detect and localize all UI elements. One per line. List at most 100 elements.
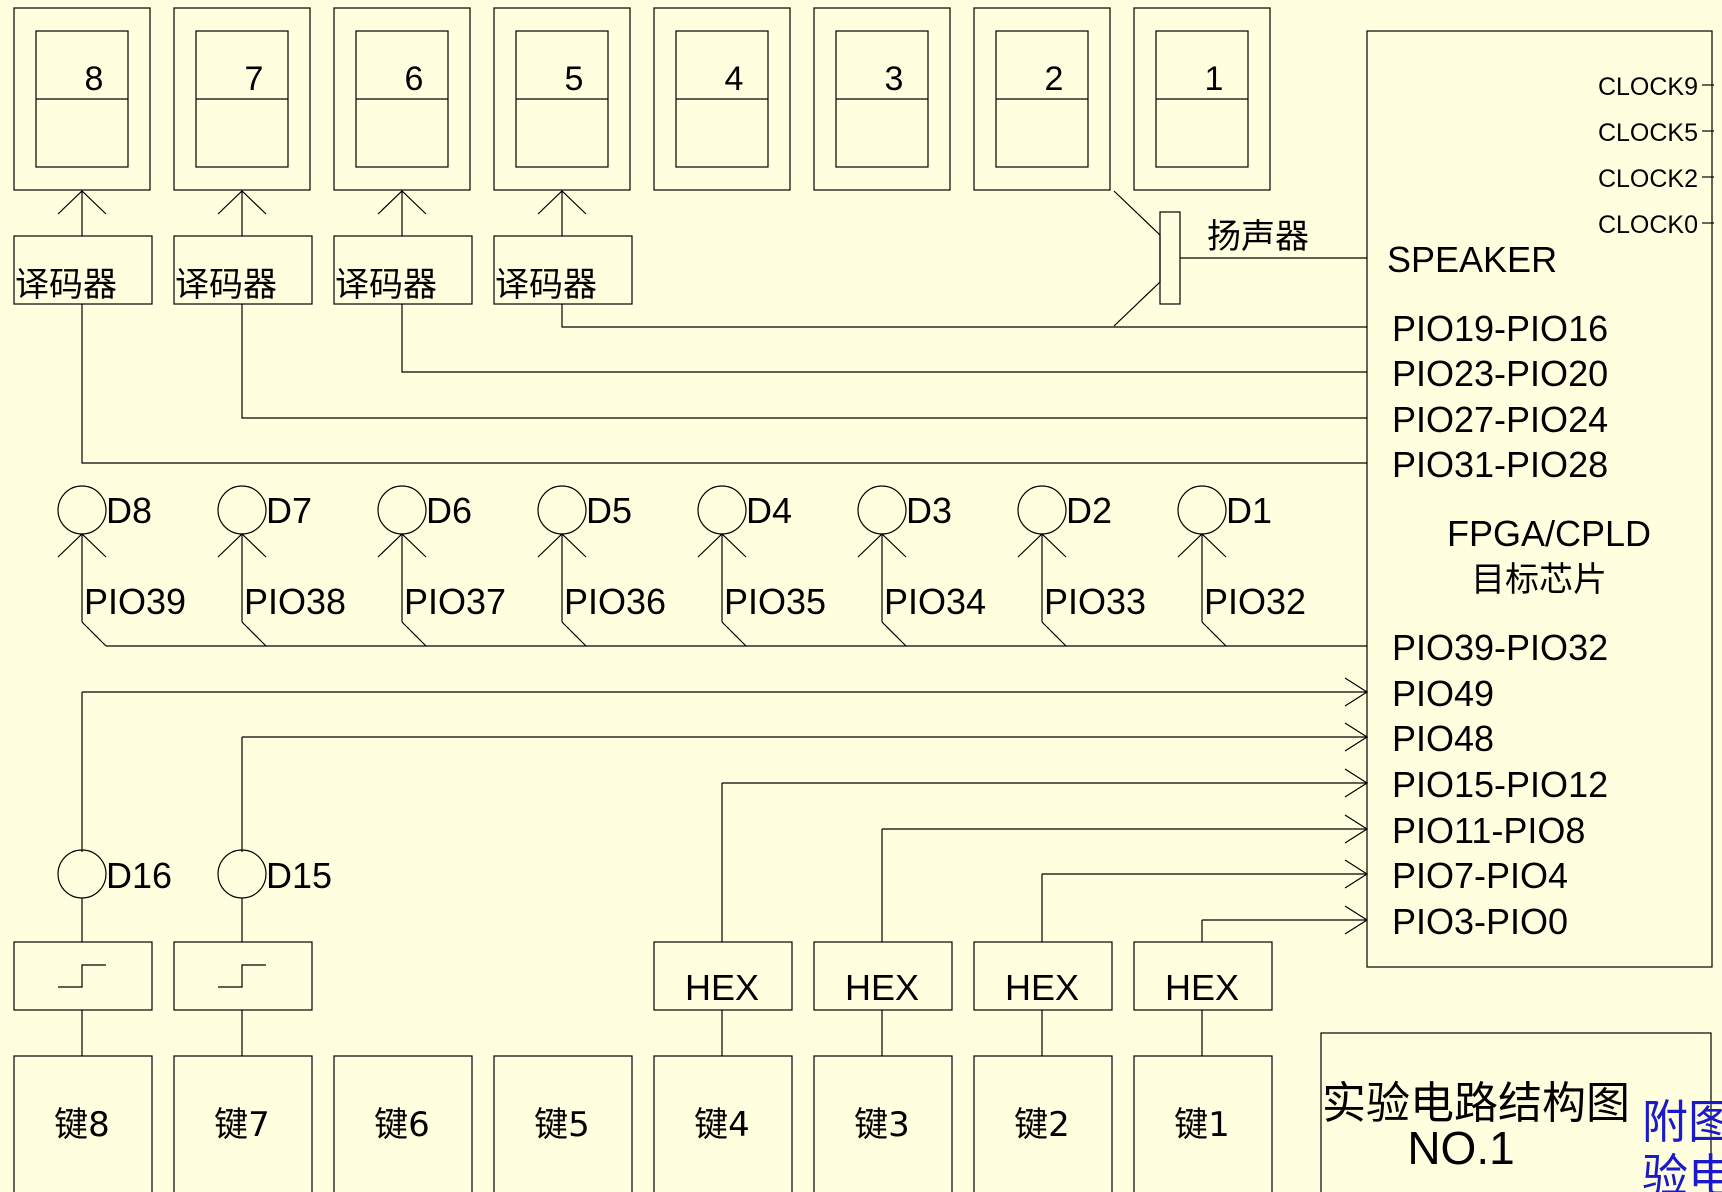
key-label: 键4 <box>694 1105 750 1145</box>
display-pin-label: PIO23-PIO20 <box>1392 353 1608 394</box>
title-box <box>1320 1032 1712 1192</box>
display-8 <box>13 7 151 191</box>
led-D4 <box>697 485 747 535</box>
hex-label: HEX <box>1165 967 1239 1008</box>
display-number: 8 <box>85 60 104 98</box>
bend <box>721 621 747 647</box>
led-D3 <box>857 485 907 535</box>
led-D8 <box>57 485 107 535</box>
key-label: 键3 <box>854 1105 910 1145</box>
bus-wire <box>241 304 1367 419</box>
display-6 <box>333 7 471 191</box>
arrow-head <box>57 190 107 215</box>
input-pin-label: PIO3-PIO0 <box>1392 901 1568 942</box>
arrow-head <box>697 533 747 558</box>
led-label: D16 <box>106 855 172 896</box>
arrow-head <box>377 533 427 558</box>
decoder-label: 译码器 <box>335 265 437 305</box>
led-D15 <box>217 849 267 899</box>
input-arrow <box>1344 722 1369 752</box>
decoder <box>13 235 153 305</box>
clock-pin-label: CLOCK2 <box>1598 165 1698 193</box>
input-pin-label: PIO49 <box>1392 673 1494 714</box>
chip-subtitle: 目标芯片 <box>1471 560 1607 600</box>
arrow-head <box>857 533 907 558</box>
caption-line-1: 附图 <box>1642 1095 1722 1149</box>
key-8 <box>13 1055 153 1192</box>
hex-encoder <box>813 941 953 1011</box>
led-pin-label: PIO32 <box>1204 581 1306 622</box>
led-D6 <box>377 485 427 535</box>
title-box-title: 实验电路结构图 <box>1322 1078 1630 1129</box>
led-label: D2 <box>1066 490 1112 531</box>
bend <box>1201 621 1227 647</box>
bend <box>81 621 107 647</box>
speaker-label: 扬声器 <box>1207 217 1309 257</box>
input-pin-label: PIO7-PIO4 <box>1392 855 1568 896</box>
display-pin-label: PIO27-PIO24 <box>1392 399 1608 440</box>
hex-encoder <box>973 941 1113 1011</box>
led-label: D1 <box>1226 490 1272 531</box>
bend <box>881 621 907 647</box>
arrow-head <box>377 190 427 215</box>
display-1 <box>1133 7 1271 191</box>
hex-label: HEX <box>1005 967 1079 1008</box>
led-pin-label: PIO38 <box>244 581 346 622</box>
debounce-box <box>13 941 153 1011</box>
arrow-head <box>537 190 587 215</box>
key-6 <box>333 1055 473 1192</box>
key-label: 键1 <box>1174 1105 1230 1145</box>
speaker-cone <box>1113 190 1161 327</box>
display-number: 3 <box>885 60 904 98</box>
led-pin-label: PIO34 <box>884 581 986 622</box>
hex-label: HEX <box>845 967 919 1008</box>
key-4 <box>653 1055 793 1192</box>
input-arrow <box>1344 905 1369 935</box>
input-pin-label: PIO11-PIO8 <box>1392 810 1585 851</box>
debounce-box <box>173 941 313 1011</box>
led-D16 <box>57 849 107 899</box>
key-label: 键2 <box>1014 1105 1070 1145</box>
led-label: D6 <box>426 490 472 531</box>
display-number: 2 <box>1045 60 1064 98</box>
display-number: 5 <box>565 60 584 98</box>
input-pin-label: PIO48 <box>1392 718 1494 759</box>
bus-wire <box>401 304 1367 373</box>
chip-name: FPGA/CPLD <box>1447 513 1651 554</box>
led-D7 <box>217 485 267 535</box>
key-label: 键7 <box>214 1105 270 1145</box>
arrow-head <box>217 533 267 558</box>
arrow-head <box>537 533 587 558</box>
step-symbol <box>218 964 266 988</box>
hex-encoder <box>1133 941 1273 1011</box>
clock-pin-label: CLOCK9 <box>1598 73 1698 101</box>
arrow-head <box>217 190 267 215</box>
speaker-pin-label: SPEAKER <box>1387 239 1557 280</box>
key-label: 键6 <box>374 1105 430 1145</box>
led-pin-label: PIO33 <box>1044 581 1146 622</box>
hex-encoder <box>653 941 793 1011</box>
decoder <box>333 235 473 305</box>
hex-label: HEX <box>685 967 759 1008</box>
caption-line-2: 验电 <box>1642 1149 1722 1192</box>
led-label: D3 <box>906 490 952 531</box>
led-label: D4 <box>746 490 792 531</box>
led-pin-label: PIO37 <box>404 581 506 622</box>
key-3 <box>813 1055 953 1192</box>
input-arrow <box>1344 859 1369 889</box>
arrow-head <box>1017 533 1067 558</box>
title-box-number: NO.1 <box>1407 1122 1514 1174</box>
display-5 <box>493 7 631 191</box>
led-D5 <box>537 485 587 535</box>
key-label: 键5 <box>534 1105 590 1145</box>
display-pin-label: PIO19-PIO16 <box>1392 308 1608 349</box>
led-D1 <box>1177 485 1227 535</box>
step-symbol <box>58 964 106 988</box>
input-pin-label: PIO39-PIO32 <box>1392 627 1608 668</box>
display-number: 7 <box>245 60 264 98</box>
bus-wire <box>561 304 1367 328</box>
led-label: D8 <box>106 490 152 531</box>
decoder-label: 译码器 <box>495 265 597 305</box>
arrow-head <box>1177 533 1227 558</box>
